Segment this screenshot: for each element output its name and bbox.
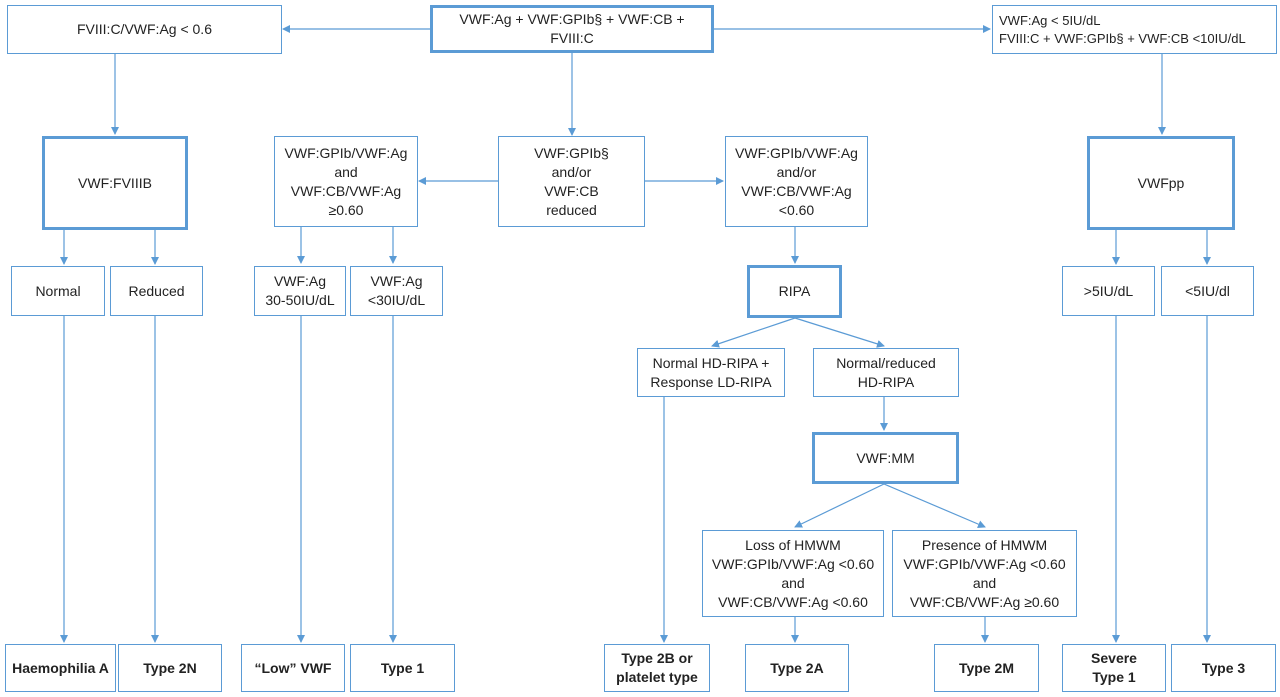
arrow-vwfmm-to-presence xyxy=(883,483,986,528)
node-normal-label: Normal xyxy=(35,282,81,299)
outcome-low-vwf-label: “Low” VWF xyxy=(254,659,332,676)
node-hd-ripa-normal-label: Normal HD-RIPA + Response LD-RIPA xyxy=(650,354,772,390)
node-vwf-fviiib: VWF:FVIIIB xyxy=(42,136,188,230)
outcome-type-2m-label: Type 2M xyxy=(959,659,1014,676)
node-presence-hmwm: Presence of HMWM VWF:GPIb/VWF:Ag <0.60 a… xyxy=(892,530,1077,617)
arrow-ripa-to-hd-normal xyxy=(711,317,796,348)
outcome-type-2b-label: Type 2B or platelet type xyxy=(616,650,698,685)
node-pp-gt5-label: >5IU/dL xyxy=(1083,282,1134,299)
node-vwf-mm: VWF:MM xyxy=(812,432,959,484)
outcome-type-1: Type 1 xyxy=(350,644,455,692)
node-pp-lt5: <5IU/dl xyxy=(1161,266,1254,316)
node-ratio-low-label: VWF:GPIb/VWF:Ag and/or VWF:CB/VWF:Ag <0.… xyxy=(735,144,858,218)
node-loss-hmwm: Loss of HMWM VWF:GPIb/VWF:Ag <0.60 and V… xyxy=(702,530,884,617)
node-ratio-high: VWF:GPIb/VWF:Ag and VWF:CB/VWF:Ag ≥0.60 xyxy=(274,136,418,227)
arrow-vwfmm-to-loss xyxy=(794,483,885,528)
node-hd-ripa-normal: Normal HD-RIPA + Response LD-RIPA xyxy=(637,348,785,397)
node-vwfpp: VWFpp xyxy=(1087,136,1235,230)
node-fviii-ratio: FVIII:C/VWF:Ag < 0.6 xyxy=(7,5,282,54)
node-vwfpp-label: VWFpp xyxy=(1137,174,1185,191)
node-normal: Normal xyxy=(11,266,105,316)
node-ag-lt30-label: VWF:Ag <30IU/dL xyxy=(367,273,426,308)
node-reduced: Reduced xyxy=(110,266,203,316)
node-very-low-levels: VWF:Ag < 5IU/dL FVIII:C + VWF:GPIb§ + VW… xyxy=(992,5,1277,54)
node-ag-30-50-label: VWF:Ag 30-50IU/dL xyxy=(265,273,335,308)
node-ripa-label: RIPA xyxy=(778,283,811,299)
outcome-type-2n-label: Type 2N xyxy=(143,659,197,676)
outcome-type-2a: Type 2A xyxy=(745,644,849,692)
node-vwf-fviiib-label: VWF:FVIIIB xyxy=(78,174,152,191)
outcome-type-2b: Type 2B or platelet type xyxy=(604,644,710,692)
node-presence-hmwm-label: Presence of HMWM VWF:GPIb/VWF:Ag <0.60 a… xyxy=(903,536,1066,610)
outcome-severe-type-1: Severe Type 1 xyxy=(1062,644,1166,692)
outcome-type-1-label: Type 1 xyxy=(380,659,425,676)
node-pp-lt5-label: <5IU/dl xyxy=(1185,282,1230,299)
node-hd-ripa-reduced: Normal/reduced HD-RIPA xyxy=(813,348,959,397)
node-pp-gt5: >5IU/dL xyxy=(1062,266,1155,316)
node-ripa: RIPA xyxy=(747,265,842,318)
outcome-low-vwf: “Low” VWF xyxy=(241,644,345,692)
node-ag-30-50: VWF:Ag 30-50IU/dL xyxy=(254,266,346,316)
node-ratio-low: VWF:GPIb/VWF:Ag and/or VWF:CB/VWF:Ag <0.… xyxy=(725,136,868,227)
outcome-haemophilia-a: Haemophilia A xyxy=(5,644,116,692)
node-ratio-high-label: VWF:GPIb/VWF:Ag and VWF:CB/VWF:Ag ≥0.60 xyxy=(284,144,408,218)
outcome-type-2a-label: Type 2A xyxy=(770,659,824,676)
node-reduced-label: Reduced xyxy=(128,282,185,299)
node-hd-ripa-reduced-label: Normal/reduced HD-RIPA xyxy=(836,354,936,390)
node-reduced-activity: VWF:GPIb§ and/or VWF:CB reduced xyxy=(498,136,645,227)
outcome-severe-type-1-label: Severe Type 1 xyxy=(1091,650,1137,685)
outcome-type-2n: Type 2N xyxy=(118,644,222,692)
node-fviii-ratio-label: FVIII:C/VWF:Ag < 0.6 xyxy=(77,21,212,37)
node-ag-lt30: VWF:Ag <30IU/dL xyxy=(350,266,443,316)
node-initial-tests: VWF:Ag + VWF:GPIb§ + VWF:CB + FVIII:C xyxy=(430,5,714,53)
node-vwf-mm-label: VWF:MM xyxy=(856,449,915,466)
node-initial-tests-label: VWF:Ag + VWF:GPIb§ + VWF:CB + FVIII:C xyxy=(459,11,685,46)
outcome-haemophilia-a-label: Haemophilia A xyxy=(12,659,109,676)
node-reduced-activity-label: VWF:GPIb§ and/or VWF:CB reduced xyxy=(534,144,609,218)
node-very-low-levels-label: VWF:Ag < 5IU/dL FVIII:C + VWF:GPIb§ + VW… xyxy=(999,12,1246,46)
outcome-type-2m: Type 2M xyxy=(934,644,1039,692)
arrow-ripa-to-hd-reduced xyxy=(794,317,885,348)
node-loss-hmwm-label: Loss of HMWM VWF:GPIb/VWF:Ag <0.60 and V… xyxy=(711,536,875,610)
outcome-type-3: Type 3 xyxy=(1171,644,1276,692)
outcome-type-3-label: Type 3 xyxy=(1201,659,1246,676)
